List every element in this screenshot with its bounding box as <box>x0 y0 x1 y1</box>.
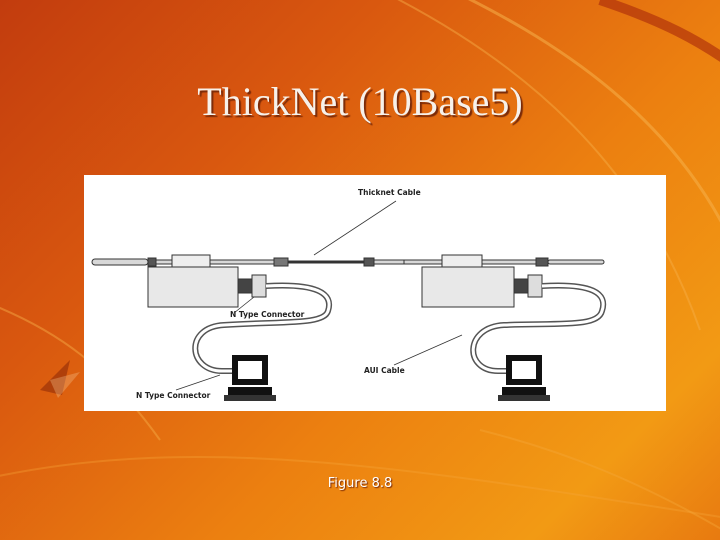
leader-n-connector-lower <box>175 374 221 391</box>
computer-left-icon <box>224 355 276 401</box>
label-n-type-connector-lower: N Type Connector <box>136 391 211 400</box>
diagram-drawing: Thicknet Cable N Type Connector N Type C… <box>91 188 607 401</box>
label-n-type-connector-upper: N Type Connector <box>230 310 305 319</box>
thicknet-cable <box>91 257 605 267</box>
leader-aui <box>393 334 463 366</box>
computer-right-icon <box>498 355 550 401</box>
leader-n-connector-upper <box>233 296 255 314</box>
transceiver-left <box>147 254 267 308</box>
figure-caption: Figure 8.8 <box>327 476 393 491</box>
network-diagram: Thicknet Cable N Type Connector N Type C… <box>84 175 666 411</box>
leader-thicknet <box>313 200 397 256</box>
label-aui-cable: AUI Cable <box>364 366 405 375</box>
label-thicknet-cable: Thicknet Cable <box>358 188 421 197</box>
slide-title: ThickNet (10Base5) <box>197 79 523 124</box>
transceiver-right <box>421 254 543 308</box>
